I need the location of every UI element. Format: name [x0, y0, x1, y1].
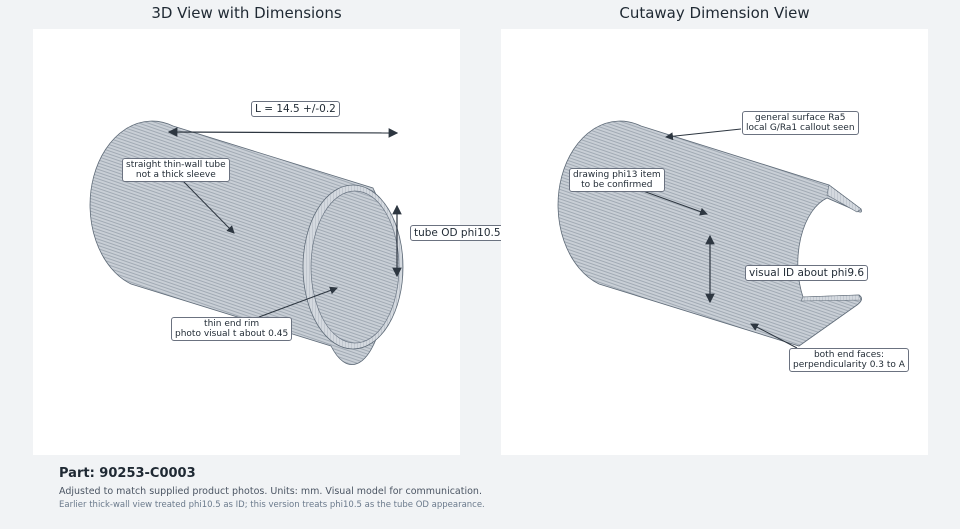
surface-note: general surface Ra5 local G/Ra1 callout … — [742, 111, 859, 135]
caption-text: Adjusted to match supplied product photo… — [59, 486, 482, 497]
left-view-title: 3D View with Dimensions — [151, 4, 342, 22]
left-view-panel: L = 14.5 +/-0.2 straight thin-wall tube … — [33, 29, 460, 455]
length-label: L = 14.5 +/-0.2 — [251, 101, 340, 117]
tube-cutaway-drawing — [557, 120, 862, 349]
faces-note-leader — [750, 323, 798, 349]
length-dimension-arrow — [167, 127, 399, 138]
drawing-note-leader — [642, 190, 708, 216]
right-view-title: Cutaway Dimension View — [619, 4, 810, 22]
cutaway-tube-body — [557, 120, 862, 347]
tube-3d-drawing — [89, 120, 404, 365]
right-view-panel: general surface Ra5 local G/Ra1 callout … — [501, 29, 928, 455]
caption-note: Earlier thick-wall view treated phi10.5 … — [59, 500, 485, 510]
id-label: visual ID about phi9.6 — [745, 265, 869, 281]
rim-note-leader — [258, 286, 338, 318]
tube-note-leader — [182, 180, 235, 234]
drawing-note: drawing phi13 item to be confirmed — [569, 168, 665, 192]
tube-note: straight thin-wall tube not a thick slee… — [122, 158, 230, 182]
part-number-title: Part: 90253-C0003 — [59, 466, 196, 481]
faces-note: both end faces: perpendicularity 0.3 to … — [789, 348, 909, 372]
surface-note-leader — [665, 128, 742, 141]
rim-note: thin end rim photo visual t about 0.45 — [171, 317, 293, 341]
